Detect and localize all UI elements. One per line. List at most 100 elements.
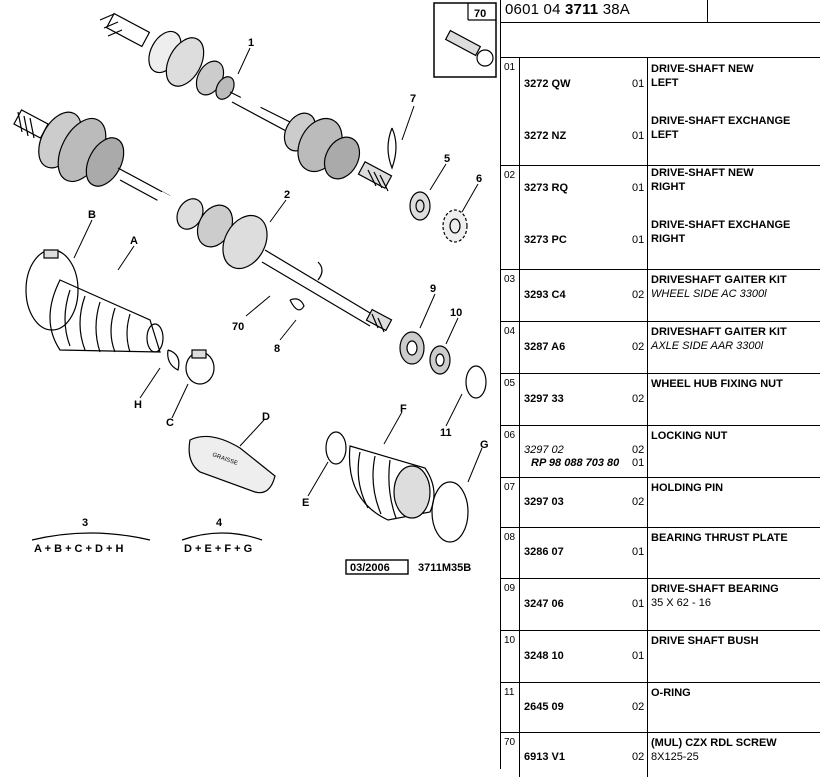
part-row-08[interactable]: 08 3286 07 01 BEARING THRUST PLATE	[501, 528, 820, 579]
quantity: 02	[632, 496, 645, 508]
callout-4: 4	[216, 517, 223, 529]
code-suffix: 38A	[602, 1, 631, 18]
callout-11: 11	[440, 427, 452, 439]
part-number[interactable]: 3273 RQ	[524, 182, 569, 194]
quantity: 02	[632, 393, 645, 405]
callout-2: 2	[284, 189, 290, 201]
page-code: 0601 04 3711 38A	[505, 1, 630, 18]
description: WHEEL HUB FIXING NUT	[651, 378, 783, 390]
part-number[interactable]: 2645 09	[524, 701, 564, 713]
callout-h: H	[134, 399, 142, 411]
kit4-formula: D + E + F + G	[184, 543, 252, 555]
quantity: 01	[632, 78, 645, 90]
part-number[interactable]: 3248 10	[524, 650, 564, 662]
callout-e: E	[302, 497, 309, 509]
code-prefix: 0601 04	[505, 1, 561, 18]
quantity: 02	[632, 751, 645, 763]
clamp-b	[25, 249, 79, 331]
gaiter-f	[348, 445, 435, 521]
lower-driveshaft	[13, 109, 393, 333]
callout-3: 3	[82, 517, 88, 529]
part-number[interactable]: 3297 02	[524, 444, 564, 456]
description: O-RING	[651, 687, 691, 699]
quantity: 01	[632, 130, 645, 142]
row-number: 03	[504, 274, 516, 285]
description: BEARING THRUST PLATE	[651, 532, 788, 544]
callout-5: 5	[444, 153, 450, 165]
quantity: 01	[632, 598, 645, 610]
row-number: 04	[504, 326, 516, 337]
inset-screw-70	[433, 2, 497, 78]
clip-h	[167, 349, 180, 371]
code-bold: 3711	[565, 1, 599, 18]
part-number[interactable]: 3286 07	[524, 546, 564, 558]
part-row-11[interactable]: 11 2645 09 02 O-RING	[501, 683, 820, 733]
quantity: 01	[632, 546, 645, 558]
callout-9: 9	[430, 283, 436, 295]
part-11-oring	[465, 365, 487, 399]
row-number: 11	[504, 687, 515, 698]
row-number: 02	[504, 170, 516, 181]
header-spacer	[501, 23, 820, 58]
row-number: 08	[504, 532, 516, 543]
part-number[interactable]: 3287 A6	[524, 341, 566, 353]
header-bar: 0601 04 3711 38A	[501, 0, 820, 23]
kit4-bracket	[181, 532, 263, 541]
part-7-pin	[387, 127, 397, 170]
part-number[interactable]: 3293 C4	[524, 289, 566, 301]
clamp-e	[325, 431, 347, 465]
callout-10: 10	[450, 307, 462, 319]
inset-label: 70	[474, 8, 486, 20]
quantity: 02	[632, 289, 645, 301]
parts-list-panel: 0601 04 3711 38A 01 3272 QW 01 DRIVE-SHA…	[500, 0, 820, 777]
part-row-06[interactable]: 06 3297 02 02 RP 98 088 703 80 01 LOCKIN…	[501, 426, 820, 478]
description: LOCKING NUT	[651, 430, 728, 442]
callout-g: G	[480, 439, 489, 451]
clamp-g	[431, 481, 469, 543]
upper-driveshaft	[99, 12, 393, 192]
quantity: 01	[632, 650, 645, 662]
callout-1: 1	[248, 37, 254, 49]
callout-8: 8	[274, 343, 280, 355]
callout-f: F	[400, 403, 407, 415]
part-number[interactable]: 3272 QW	[524, 78, 571, 90]
part-row-10[interactable]: 10 3248 10 01 DRIVE SHAFT BUSH	[501, 631, 820, 683]
part-number[interactable]: 3272 NZ	[524, 130, 567, 142]
quantity: 02	[632, 444, 645, 456]
leader-lines	[73, 47, 483, 497]
date-stamp-box	[345, 559, 409, 575]
date-stamp: 03/2006	[350, 562, 390, 574]
kit3-formula: A + B + C + D + H	[34, 543, 124, 555]
part-row-05[interactable]: 05 3297 33 02 WHEEL HUB FIXING NUT	[501, 374, 820, 426]
quantity: 02	[632, 701, 645, 713]
description: HOLDING PIN	[651, 482, 724, 494]
part-number[interactable]: 6913 V1	[524, 751, 565, 763]
part-number[interactable]: 3247 06	[524, 598, 564, 610]
part-9-bearing	[399, 331, 425, 365]
description: DRIVE SHAFT BUSH	[651, 635, 759, 647]
part-number[interactable]: 3297 33	[524, 393, 564, 405]
row-number: 06	[504, 430, 516, 441]
part-row-07[interactable]: 07 3297 03 02 HOLDING PIN	[501, 478, 820, 528]
row-number: 10	[504, 635, 516, 646]
row-number: 70	[504, 737, 516, 748]
grease-pack-d	[188, 435, 276, 494]
part-number[interactable]: 3297 03	[524, 496, 564, 508]
callout-70: 70	[232, 321, 244, 333]
part-number[interactable]: 3273 PC	[524, 234, 567, 246]
callout-d: D	[262, 411, 270, 423]
row-number: 07	[504, 482, 516, 493]
callout-a: A	[130, 235, 138, 247]
part-number-alt[interactable]: RP 98 088 703 80	[531, 457, 620, 469]
